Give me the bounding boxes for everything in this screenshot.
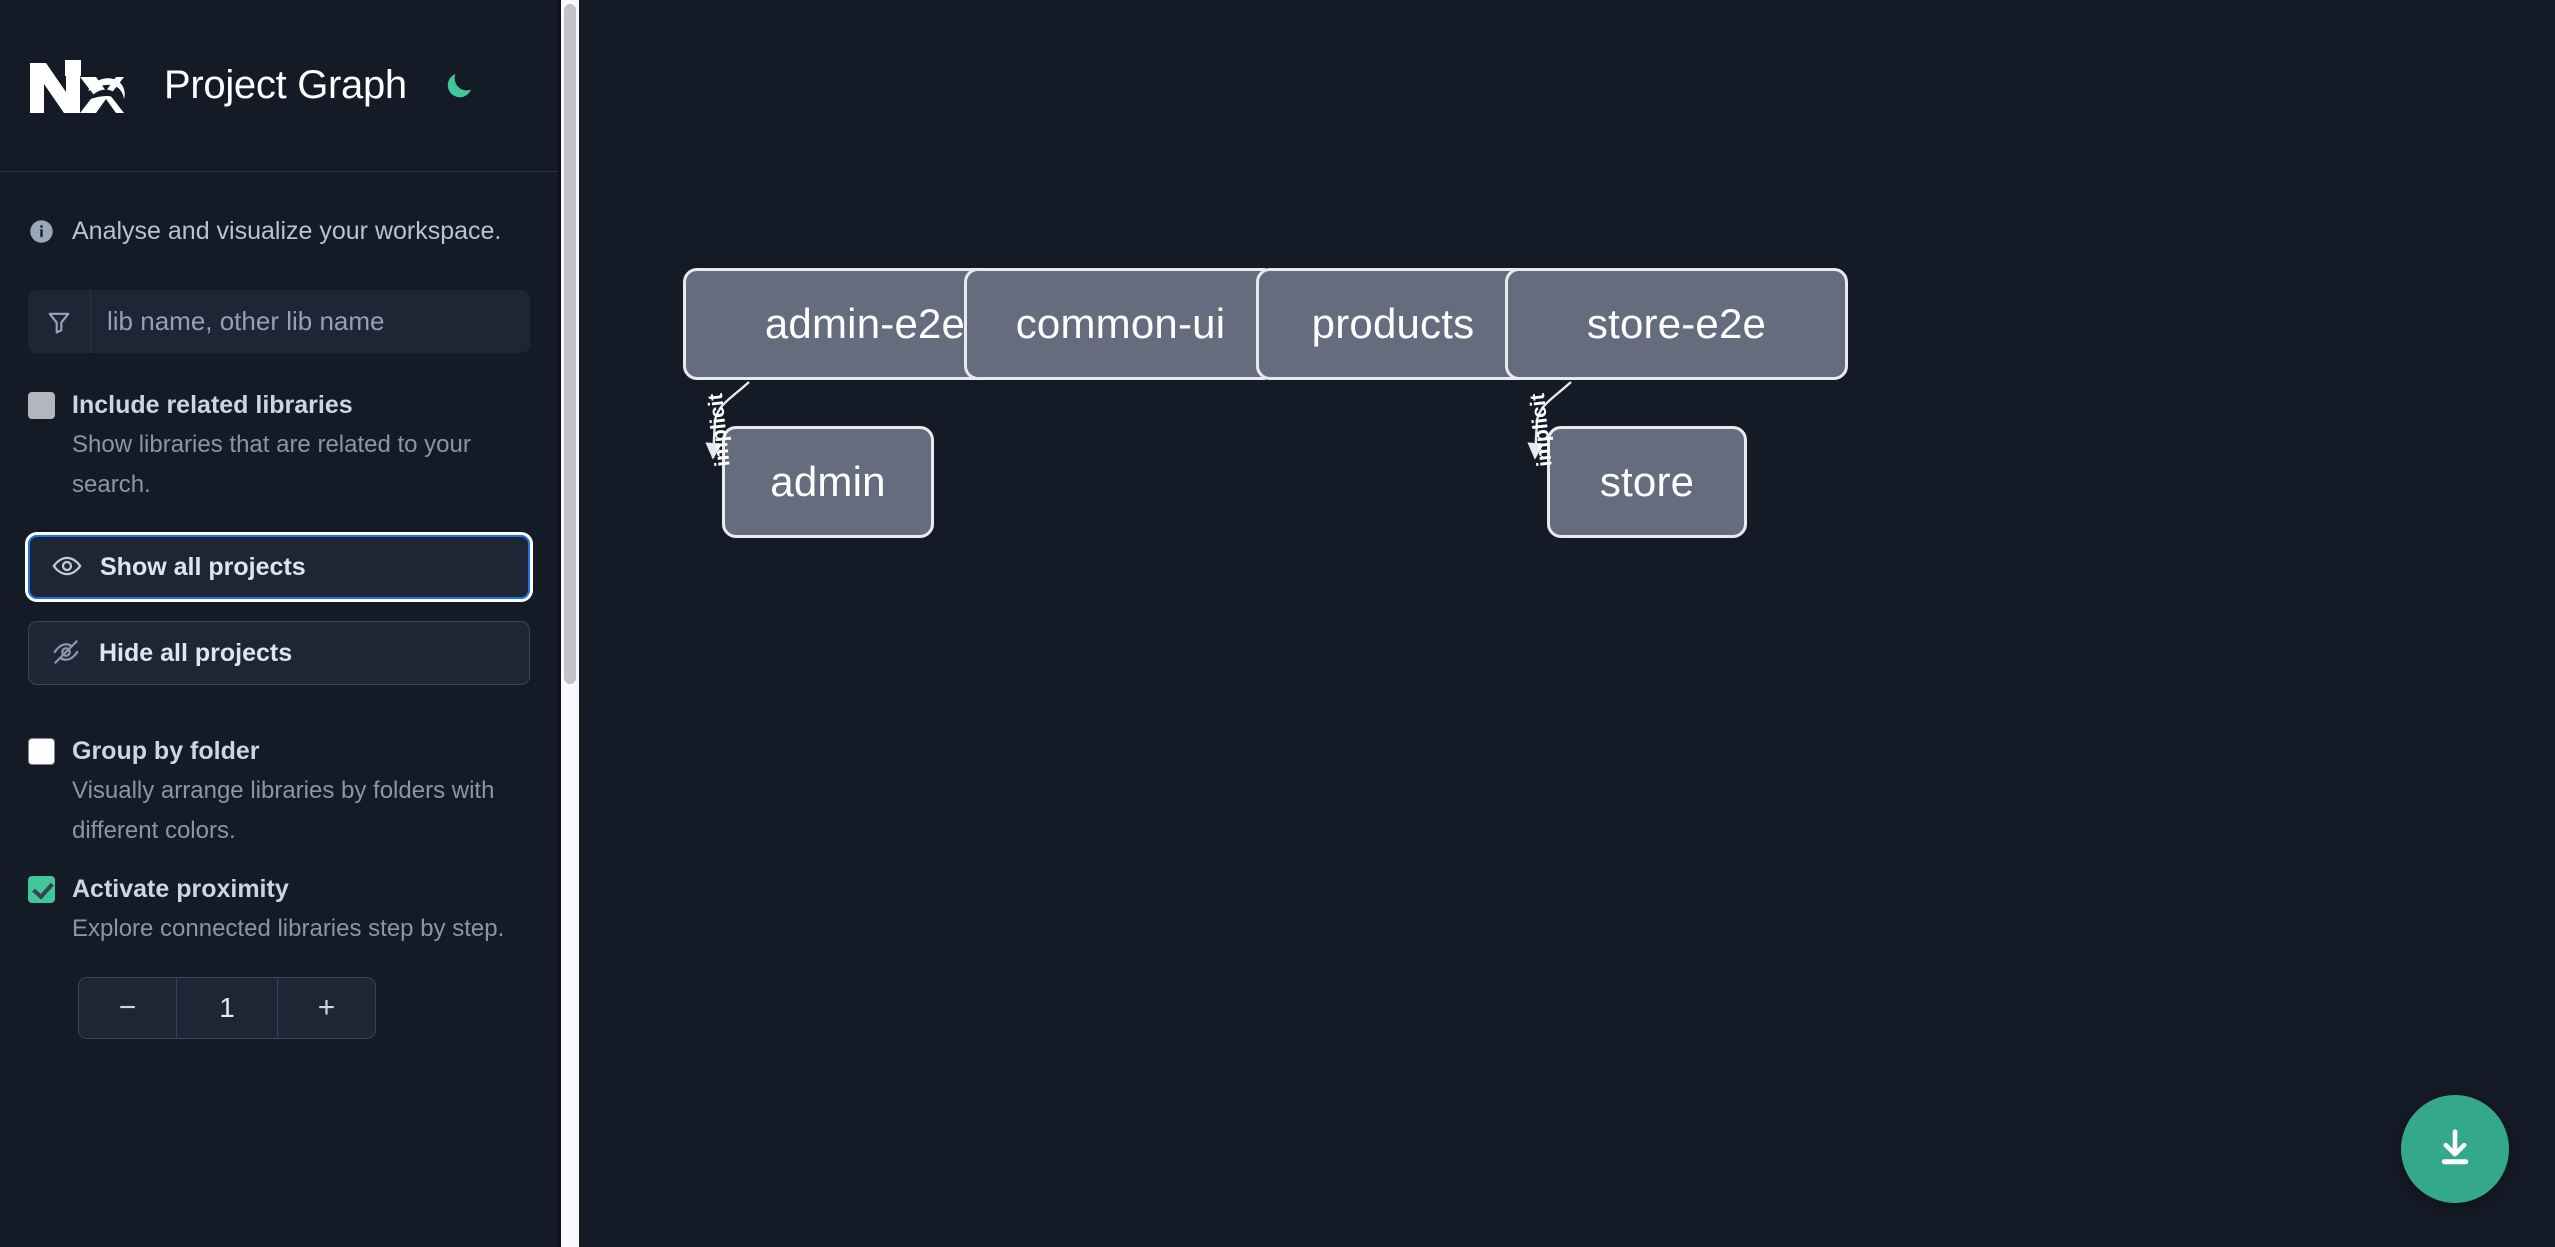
proximity-stepper: − 1 + [78, 977, 376, 1039]
option-activate-proximity[interactable]: Activate proximity Explore connected lib… [28, 869, 530, 949]
proximity-value: 1 [176, 978, 278, 1038]
sidebar-scrollbar-thumb[interactable] [564, 4, 576, 684]
graph-node-label: store [1599, 458, 1695, 505]
option-description: Show libraries that are related to your … [72, 431, 471, 498]
graph-canvas[interactable]: admin-e2e common-ui products store-e2e a… [579, 0, 2555, 1247]
sidebar-scroll-column [558, 0, 579, 1247]
nx-logo-icon [28, 55, 126, 117]
option-label: Group by folder [72, 737, 260, 765]
hide-all-projects-button[interactable]: Hide all projects [28, 621, 530, 685]
option-label: Include related libraries [72, 391, 353, 419]
download-icon [2432, 1125, 2478, 1174]
checkbox-group-by-folder[interactable] [28, 738, 55, 765]
download-button[interactable] [2401, 1095, 2509, 1203]
edge-admin-e2e-admin [705, 381, 750, 460]
proximity-decrement-button[interactable]: − [79, 978, 176, 1038]
sidebar-header: Project Graph [0, 0, 558, 172]
sidebar-divider [558, 0, 561, 1247]
graph-edges-layer [705, 381, 1572, 460]
option-include-related-libraries[interactable]: Include related libraries Show libraries… [28, 385, 530, 505]
graph-node-label: admin-e2e [764, 300, 966, 347]
option-description: Explore connected libraries step by step… [72, 915, 505, 942]
checkbox-include-related-libraries[interactable] [28, 392, 55, 419]
graph-node-label: admin [770, 458, 886, 505]
graph-node-common-ui[interactable]: common-ui [964, 268, 1277, 380]
graph-node-store[interactable]: store [1547, 426, 1747, 538]
filter-box [28, 290, 530, 353]
graph-node-admin[interactable]: admin [722, 426, 934, 538]
page-title: Project Graph [164, 63, 407, 107]
checkbox-activate-proximity[interactable] [28, 876, 55, 903]
graph-node-label: products [1311, 300, 1475, 347]
tagline: Analyse and visualize your workspace. [0, 172, 558, 290]
graph-node-products[interactable]: products [1256, 268, 1530, 380]
funnel-icon [28, 290, 91, 353]
graph-node-store-e2e[interactable]: store-e2e [1505, 268, 1848, 380]
moon-icon[interactable] [439, 66, 479, 106]
option-description: Visually arrange libraries by folders wi… [72, 777, 495, 844]
search-input[interactable] [91, 290, 530, 353]
sidebar-scrollbar[interactable] [561, 0, 579, 1247]
eye-off-icon [51, 637, 81, 670]
show-all-projects-button[interactable]: Show all projects [25, 532, 533, 602]
option-group-by-folder[interactable]: Group by folder Visually arrange librari… [28, 731, 530, 851]
eye-icon [52, 551, 82, 584]
show-all-projects-label: Show all projects [100, 552, 306, 581]
info-icon [28, 218, 55, 245]
option-label: Activate proximity [72, 875, 289, 903]
hide-all-projects-label: Hide all projects [99, 638, 293, 667]
tagline-text: Analyse and visualize your workspace. [72, 216, 502, 245]
proximity-increment-button[interactable]: + [278, 978, 375, 1038]
graph-node-label: common-ui [1015, 300, 1226, 347]
sidebar: Project Graph Analyse and visualize yo [0, 0, 558, 1247]
edge-store-e2e-store [1527, 381, 1572, 460]
graph-node-label: store-e2e [1586, 300, 1767, 347]
